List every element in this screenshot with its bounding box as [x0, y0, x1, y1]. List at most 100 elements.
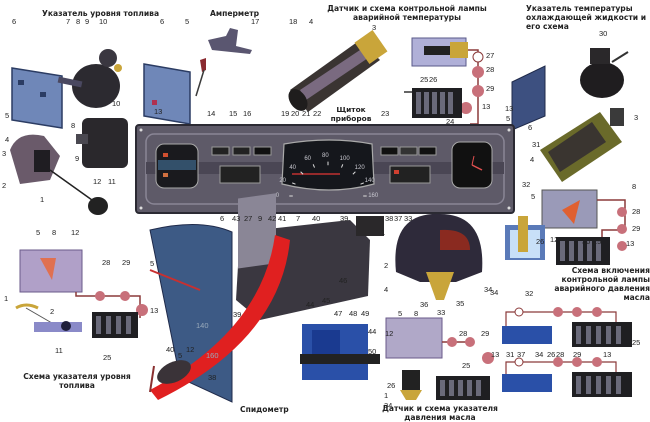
- callout-number: 27: [486, 51, 495, 60]
- callout-number: 35: [456, 299, 465, 308]
- callout-number: 3: [634, 113, 639, 122]
- speedometer-tick: [300, 171, 304, 175]
- callout-number: 50: [368, 347, 377, 356]
- title-oil-lamp-line4: масла: [623, 293, 650, 302]
- callout-number: 49: [361, 309, 370, 318]
- callout-number: 1: [381, 228, 386, 237]
- callout-number: 13: [150, 306, 159, 315]
- callout-number: 5: [178, 351, 183, 360]
- speedometer-scale-label: 140: [364, 177, 375, 184]
- speedometer-scale-label: 160: [368, 193, 379, 199]
- callout-number: 12: [71, 228, 80, 237]
- speedometer-scale-label: 100: [339, 156, 350, 163]
- callout-number: 28: [486, 65, 495, 74]
- callout-number: 39: [233, 310, 242, 319]
- callout-number: 28: [632, 207, 641, 216]
- speedometer-tick: [352, 171, 356, 175]
- callout-number: 47: [334, 309, 343, 318]
- callout-number: 4: [5, 135, 10, 144]
- callout-number: 13: [603, 350, 612, 359]
- speedometer-tick: [341, 164, 344, 168]
- callout-number: 5: [185, 17, 190, 26]
- callout-number: 8: [414, 309, 419, 318]
- callout-number: 16: [243, 109, 252, 118]
- coolant-gauge-mechanism: [580, 48, 629, 98]
- callout-number: 26: [387, 381, 396, 390]
- callout-number: 10: [112, 99, 121, 108]
- title-coolant-gauge: Указатель температуры охлаждающей жидкос…: [526, 4, 646, 31]
- title-coolant-line2: охлаждающей жидкости и: [526, 13, 647, 22]
- title-oil-sensor-line1: Датчик и схема указателя: [382, 404, 498, 413]
- callout-number: 11: [108, 177, 116, 186]
- callout-number: 32: [525, 289, 534, 298]
- callout-number: 2: [50, 307, 55, 316]
- ammeter-shunt: [195, 28, 252, 97]
- callout-number: 20: [291, 109, 300, 118]
- callout-number: 13: [626, 239, 635, 248]
- fuel-sender: [10, 134, 108, 215]
- coolant-sensor-cutaway: [540, 108, 624, 182]
- callout-number: 12: [93, 177, 102, 186]
- callout-number: 34: [490, 288, 499, 297]
- title-fuel-gauge: Указатель уровня топлива: [42, 9, 160, 18]
- title-panel-line1: Щиток: [336, 105, 366, 114]
- title-panel-line2: приборов: [330, 113, 372, 123]
- speedometer-scale-label: 0: [275, 193, 280, 199]
- title-instrument-panel: Щиток приборов: [326, 105, 376, 123]
- callout-number: 13: [505, 104, 514, 113]
- callout-number: 34: [384, 401, 393, 410]
- callout-number: 5: [398, 309, 403, 318]
- callout-number: 6: [528, 123, 533, 132]
- callout-number: 3: [372, 23, 377, 32]
- callout-number: 1: [4, 294, 9, 303]
- callout-number: 13: [491, 350, 500, 359]
- callout-number: 22: [313, 109, 322, 118]
- callout-number: 13: [154, 107, 163, 116]
- callout-number: 21: [302, 109, 311, 118]
- callout-number: 19: [281, 109, 290, 118]
- callout-number: 28: [102, 258, 111, 267]
- callout-number: 26: [429, 75, 438, 84]
- callout-number: 2: [2, 181, 7, 190]
- oil-pressure-sensor: [300, 324, 380, 380]
- callout-number: 13: [482, 102, 491, 111]
- title-fuel-scheme: Схема указателя уровня топлива: [8, 372, 146, 390]
- callout-number: 5: [150, 259, 155, 268]
- callout-number: 36: [420, 300, 429, 309]
- faceplate-scale-160: 160: [206, 351, 219, 360]
- callout-number: 12: [385, 329, 394, 338]
- callout-number: 2: [384, 261, 389, 270]
- callout-number: 45: [322, 296, 331, 305]
- warning-lamps-left: [211, 146, 272, 184]
- oil-pressure-gauge: [395, 213, 483, 300]
- speedometer-scale-label: 20: [279, 177, 286, 184]
- fuel-gauge-mechanism: [57, 49, 122, 108]
- callout-number: 5: [531, 192, 536, 201]
- oil-lamp-bottom-scheme: [502, 307, 632, 397]
- callout-number: 30: [582, 237, 591, 246]
- callout-number: 28: [459, 329, 468, 338]
- callout-number: 40: [166, 345, 175, 354]
- fuel-gauge-body: [76, 118, 128, 168]
- title-temp-sensor: Датчик и схема контрольной лампы аварийн…: [312, 4, 502, 22]
- callout-number: 4: [384, 285, 389, 294]
- callout-number: 1: [40, 195, 45, 204]
- callout-number: 25: [632, 338, 641, 347]
- speedometer-scale-label: 80: [322, 153, 329, 160]
- callout-number: 25: [462, 361, 471, 370]
- title-ammeter: Амперметр: [210, 9, 260, 18]
- callout-number: 29: [481, 329, 490, 338]
- callout-number: 18: [289, 17, 298, 26]
- coolant-gauge-faceplate: [511, 65, 546, 131]
- callout-number: 43: [232, 214, 241, 223]
- title-temp-sensor-line1: Датчик и схема контрольной лампы: [327, 4, 487, 13]
- speedometer-tick: [360, 182, 364, 185]
- callout-number: 4: [530, 155, 535, 164]
- callout-number: 3: [2, 149, 7, 158]
- callout-number: 8: [71, 121, 76, 130]
- temperature-lamp-scheme: [404, 37, 484, 125]
- callout-number: 40: [312, 214, 321, 223]
- callout-number: 29: [486, 84, 495, 93]
- callout-number: 29: [632, 224, 641, 233]
- speedometer-scale-label: 40: [289, 164, 297, 171]
